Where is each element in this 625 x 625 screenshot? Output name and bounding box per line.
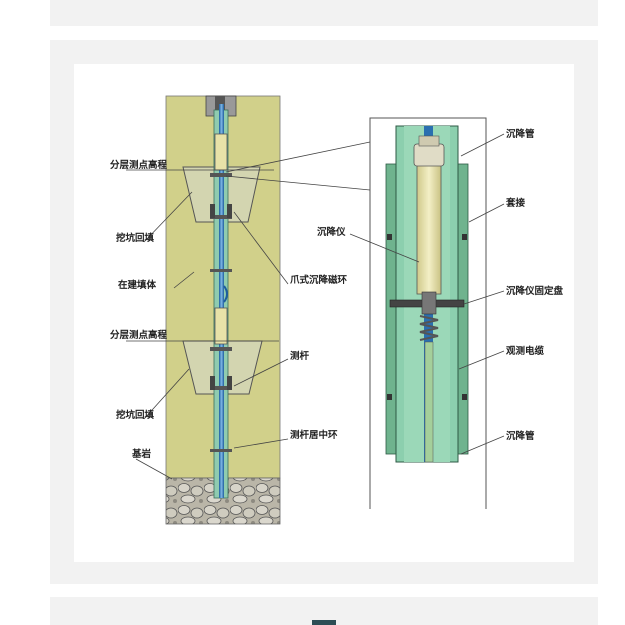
sensor-lower: [214, 307, 228, 345]
label-claw-ring: 爪式沉降磁环: [290, 274, 348, 286]
left-section: [165, 95, 281, 525]
measure-rod: [219, 104, 224, 498]
next-image-fragment: [312, 620, 336, 625]
label-settle-tube-bottom: 沉降管: [506, 430, 535, 442]
label-fill-body: 在建填体: [118, 279, 157, 291]
label-bedrock: 基岩: [131, 448, 152, 460]
right-section: [369, 117, 487, 509]
labels: 分层测点高程 挖坑回填 在建填体 分层测点高程 挖坑回填 基岩 爪式沉降磁环 测…: [110, 128, 564, 460]
detail-frame: [369, 117, 487, 509]
leader-lines: [126, 133, 505, 480]
top-panel: [50, 0, 598, 26]
settlement-meter-body: [416, 163, 442, 295]
spring: [419, 315, 439, 341]
label-layer-elev-2: 分层测点高程: [110, 329, 168, 341]
label-meter-fix-plate: 沉降仪固定盘: [506, 285, 564, 297]
label-rod: 测杆: [290, 350, 310, 362]
label-layer-elev-1: 分层测点高程: [110, 159, 168, 171]
label-measure-cable: 观测电缆: [505, 345, 545, 357]
sensor-upper: [214, 133, 228, 171]
diagram-card: 分层测点高程 挖坑回填 在建填体 分层测点高程 挖坑回填 基岩 爪式沉降磁环 测…: [74, 64, 574, 562]
bottom-panel: [50, 597, 598, 625]
label-settle-tube-top: 沉降管: [506, 128, 535, 140]
settlement-monitoring-diagram: 分层测点高程 挖坑回填 在建填体 分层测点高程 挖坑回填 基岩 爪式沉降磁环 测…: [110, 95, 564, 525]
label-backfill-1: 挖坑回填: [116, 232, 155, 244]
label-rod-centering: 测杆居中环: [290, 429, 338, 441]
label-coupler: 套接: [505, 197, 526, 209]
label-settle-meter: 沉降仪: [317, 226, 346, 238]
label-backfill-2: 挖坑回填: [116, 409, 155, 421]
